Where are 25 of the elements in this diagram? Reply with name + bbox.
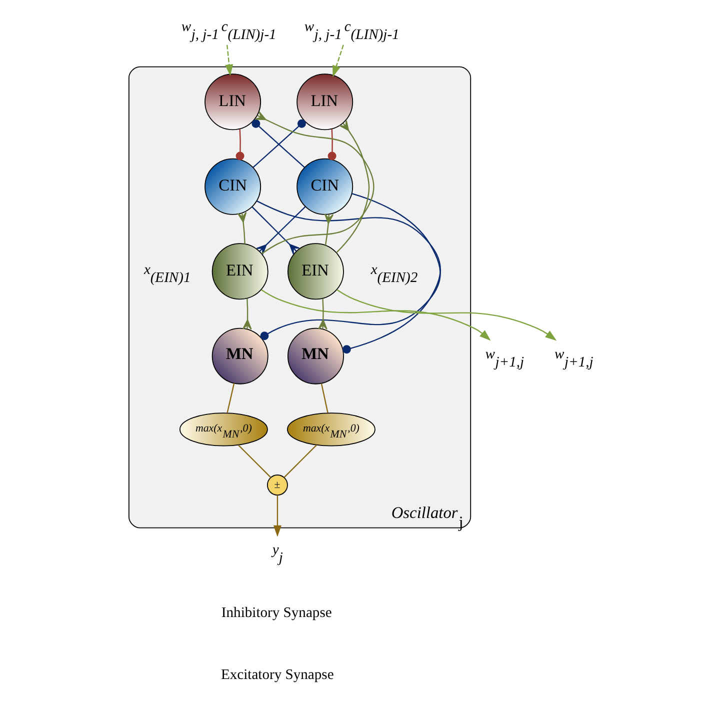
arrow <box>225 44 234 76</box>
arrow <box>336 289 557 341</box>
node-circle: CIN <box>296 158 354 215</box>
connector <box>256 206 306 255</box>
node-circle: MN <box>287 328 344 384</box>
node-circle: CIN <box>204 158 262 215</box>
arrow <box>273 495 282 537</box>
connector <box>324 213 334 246</box>
connector <box>318 298 328 330</box>
connector <box>252 206 300 255</box>
connector <box>336 120 370 254</box>
connector <box>242 298 252 330</box>
connector <box>328 129 336 160</box>
connector <box>226 383 235 413</box>
legend-label: Inhibitory Synapse <box>221 604 332 621</box>
legend-label: Excitatory Synapse <box>220 666 334 683</box>
arrow <box>261 289 491 341</box>
node-circle: ± <box>266 474 288 496</box>
connector <box>254 111 374 254</box>
connector <box>284 444 317 478</box>
connector <box>237 212 247 244</box>
connector <box>320 384 328 414</box>
connector <box>238 444 272 478</box>
connector <box>236 129 244 160</box>
arrow <box>332 44 344 78</box>
